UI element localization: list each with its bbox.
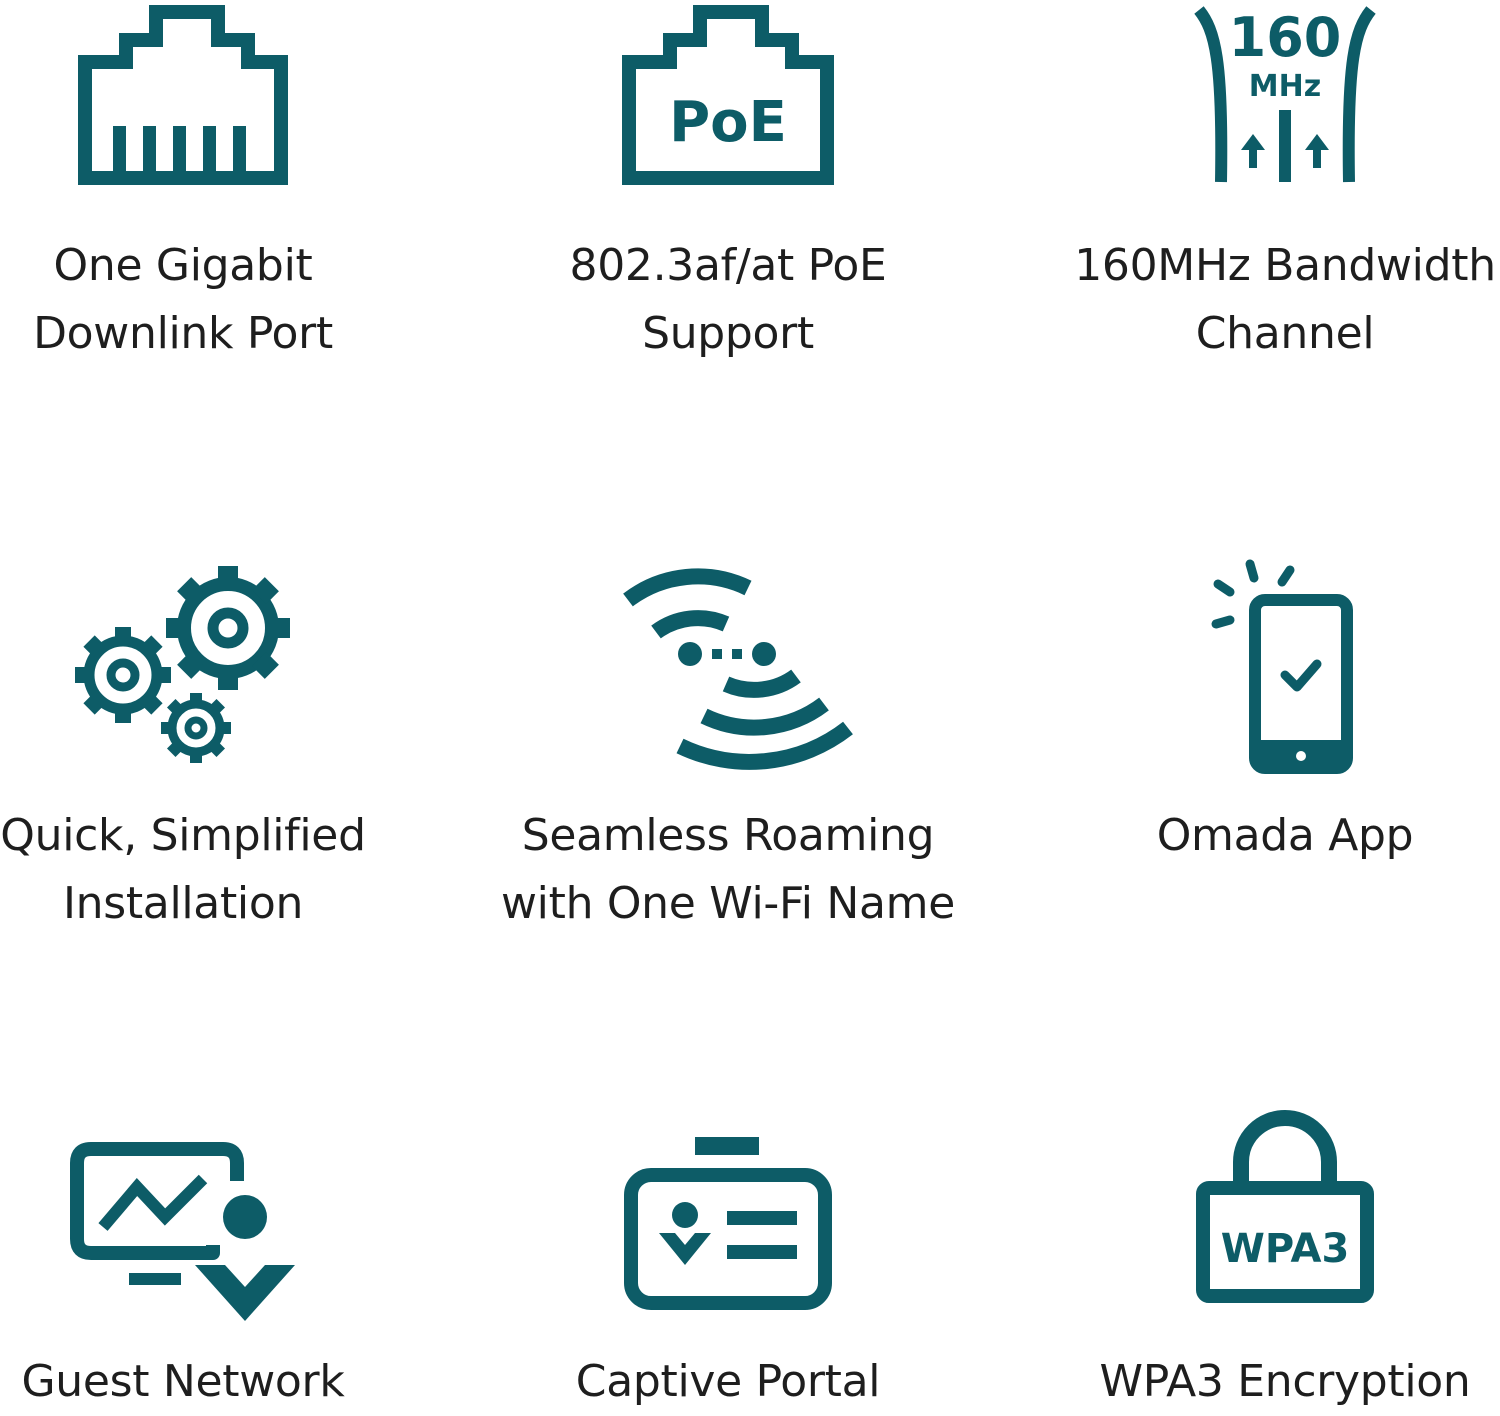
captive-portal-icon: [478, 1135, 978, 1335]
feature-label-line: Guest Network: [21, 1356, 345, 1407]
feature-label: 802.3af/at PoE Support: [478, 232, 978, 368]
feature-label-line: Downlink Port: [33, 308, 333, 359]
feature-label-line: with One Wi-Fi Name: [501, 878, 955, 929]
guest-network-icon: [0, 1135, 433, 1335]
feature-label-line: Quick, Simplified: [0, 810, 366, 861]
poe-port-icon: PoE: [478, 0, 978, 200]
feature-label-line: 802.3af/at PoE: [569, 240, 887, 291]
feature-label-line: Omada App: [1156, 810, 1414, 861]
feature-label-line: One Gigabit: [53, 240, 313, 291]
feature-label-line: Seamless Roaming: [521, 810, 935, 861]
feature-label-line: Captive Portal: [575, 1356, 881, 1407]
wpa3-icon-text: WPA3: [1221, 1226, 1350, 1272]
feature-label: Guest Network: [0, 1348, 433, 1416]
feature-label-line: Support: [642, 308, 814, 359]
feature-label-line: Installation: [62, 878, 304, 929]
feature-label: 160MHz Bandwidth Channel: [1035, 232, 1500, 368]
feature-label: One Gigabit Downlink Port: [0, 232, 433, 368]
feature-label: Seamless Roaming with One Wi-Fi Name: [478, 802, 978, 938]
bandwidth-icon-number: 160: [1229, 6, 1342, 69]
ethernet-port-icon: [0, 0, 433, 200]
feature-label: Captive Portal: [478, 1348, 978, 1416]
bandwidth-icon-unit: MHz: [1249, 69, 1321, 104]
padlock-icon: WPA3: [1035, 1110, 1500, 1310]
wifi-roaming-icon: [478, 560, 978, 770]
feature-label-line: 160MHz Bandwidth: [1074, 240, 1496, 291]
phone-app-icon: [1035, 559, 1500, 774]
feature-label: WPA3 Encryption: [1035, 1348, 1500, 1416]
feature-label: Omada App: [1035, 802, 1500, 870]
feature-label-line: Channel: [1195, 308, 1375, 359]
bandwidth-channel-icon: 160 MHz: [1035, 0, 1500, 200]
feature-label-line: WPA3 Encryption: [1099, 1356, 1471, 1407]
poe-icon-text: PoE: [669, 90, 787, 155]
gears-icon: [0, 560, 433, 763]
feature-label: Quick, Simplified Installation: [0, 802, 433, 938]
